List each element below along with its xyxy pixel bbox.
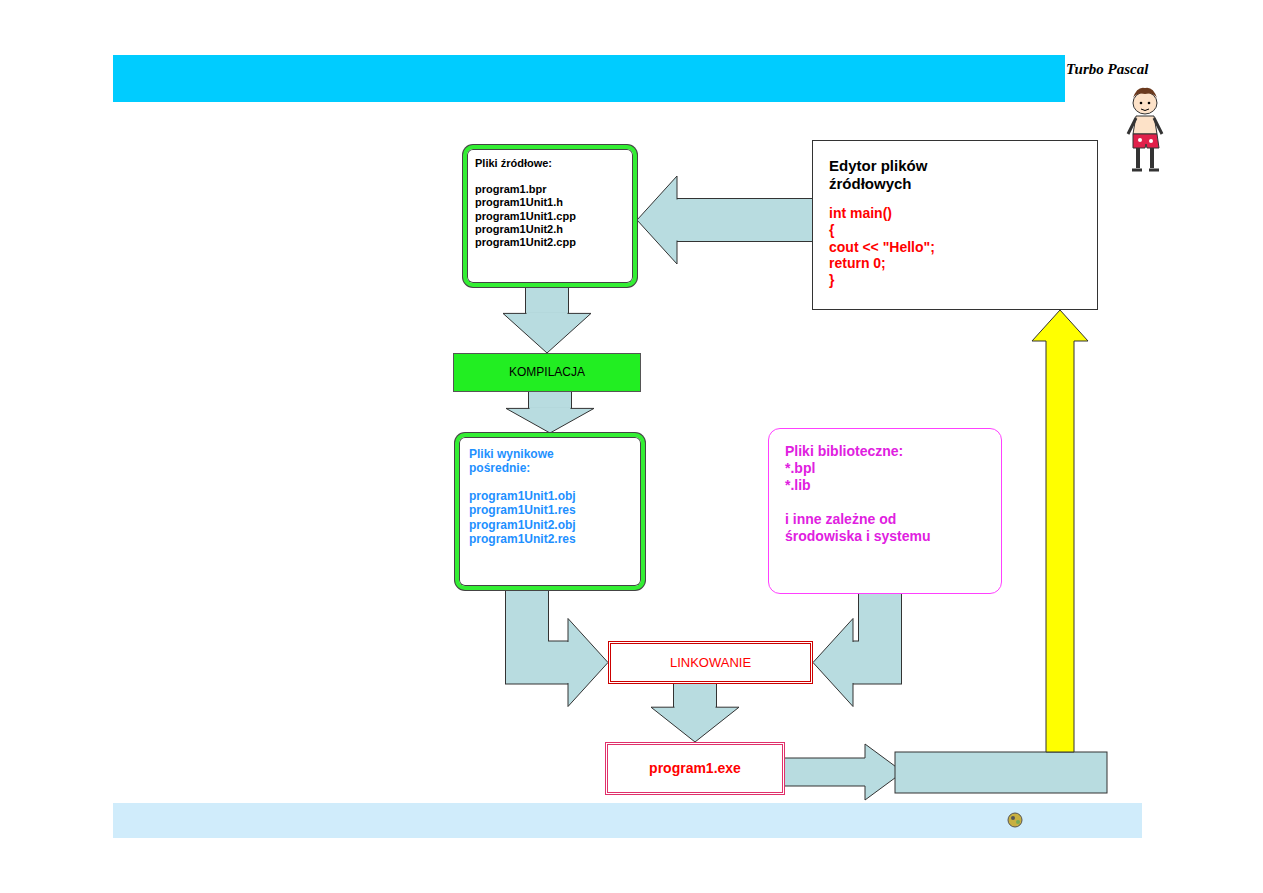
node-heading: Pliki źródłowe: [475,157,625,170]
arrow-head [506,408,594,433]
arrow-joint [567,642,570,683]
arrow-shaft [529,392,571,408]
node-heading: program1.exe [649,760,741,777]
node-line: program1Unit1.res [469,503,631,517]
arrow-outline [853,594,880,663]
arrow-shaft [526,287,568,313]
block-arrow [506,392,594,433]
run-box [895,752,1107,793]
brand-label: Turbo Pascal [1066,61,1148,78]
process-box: KOMPILACJA [453,353,641,392]
arrow-joint [676,200,679,241]
arrow-joint [852,642,855,683]
node-line: cout << "Hello"; [829,239,1081,256]
block-arrow [637,176,812,264]
header-band [113,55,1065,102]
node-heading: KOMPILACJA [509,365,585,379]
node-line: program1Unit2.res [469,532,631,546]
output-box: program1.exe [605,742,785,795]
node-line: program1Unit2.h [475,223,625,236]
node-line: program1Unit1.obj [469,489,631,503]
arrow-joint [527,312,568,315]
arrow-joint [530,407,571,410]
node-heading: LINKOWANIE [670,655,751,671]
arrow-shaft [674,684,716,707]
arrow-outline [677,198,812,242]
arrow-head [813,619,853,707]
arrow-head [637,176,677,264]
intermediate-files-box: Pliki wynikowe pośrednie: program1Unit1.o… [455,433,645,590]
node-line: program1Unit1.h [475,196,625,209]
node-line: } [829,272,1081,289]
arrow-outline [673,684,717,707]
library-box: Pliki biblioteczne:*.bpl*.lib i inne zale… [768,428,1002,594]
node-line: program1Unit1.cpp [475,210,625,223]
footer-band [113,803,1142,838]
arrow-shaft [677,199,812,241]
cartoon-figure [1128,88,1162,170]
editor-box: Edytor plików źródłowych int main(){cout … [812,140,1098,310]
node-line: return 0; [829,255,1081,272]
footer-icon [1008,813,1022,827]
node-line: { [829,222,1081,239]
node-line: i inne zależne od środowiska i systemu [785,511,965,545]
arrow-outline [527,590,568,663]
node-line: program1.bpr [475,183,625,196]
exe-arrow [785,744,903,800]
arrow-head [651,707,739,742]
block-arrow [503,287,591,353]
arrow-head [568,619,608,707]
node-line: int main() [829,205,1081,222]
arrow-joint [675,706,716,709]
process-box: LINKOWANIE [608,641,813,684]
arrow-outline [525,287,569,313]
node-line: program1Unit2.cpp [475,236,625,249]
return-arrow [1032,310,1088,752]
node-line: *.lib [785,477,985,494]
arrow-head [503,313,591,353]
block-arrow [813,594,880,707]
node-line: *.bpl [785,460,985,477]
arrow-shaft [527,590,568,663]
arrow-shaft [853,594,880,663]
node-heading: Pliki wynikowe pośrednie: [469,447,579,476]
block-arrow [527,590,608,707]
node-heading: Edytor plików źródłowych [829,157,989,193]
arrow-outline [528,392,572,408]
node-heading: Pliki biblioteczne: [785,443,985,460]
block-arrow [651,684,739,742]
source-files-box: Pliki źródłowe:program1.bprprogram1Unit1… [463,145,637,287]
node-line: program1Unit2.obj [469,518,631,532]
